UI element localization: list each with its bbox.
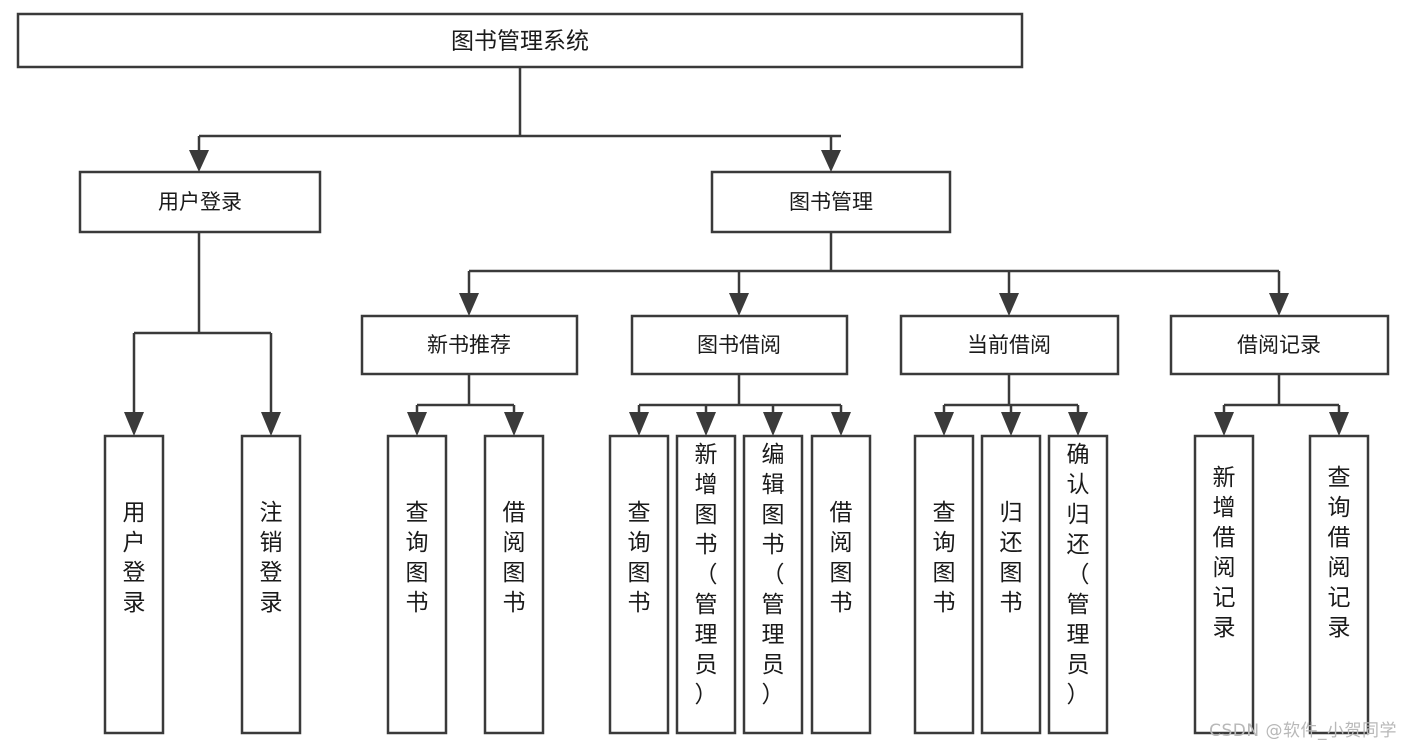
leaf-user-login-1-label: 用户登录 xyxy=(123,500,146,616)
leaf-node[interactable]: 查询图书 xyxy=(608,434,670,735)
leaf-node[interactable]: 新增图书（管理员） xyxy=(675,434,737,735)
node-new-book-recommend-label: 新书推荐 xyxy=(427,333,511,357)
leaf-user-login-2-box[interactable] xyxy=(240,434,302,735)
node-current-borrow-label: 当前借阅 xyxy=(967,333,1051,357)
node-borrow-record-box[interactable] xyxy=(1169,314,1390,376)
arrow-head-leaf-user-login-2 xyxy=(261,412,281,436)
leaf-current-borrow-3-box[interactable] xyxy=(1047,434,1109,735)
leaf-new-book-1-label: 查询图书 xyxy=(406,500,429,616)
leaf-node[interactable]: 用户登录 xyxy=(103,434,165,735)
arrow-head-book-mgmt xyxy=(821,150,841,172)
arrow-head-leaf-new-book-2 xyxy=(504,412,524,436)
node-root[interactable]: 图书管理系统 xyxy=(16,12,1024,69)
node-book-management[interactable]: 图书管理 xyxy=(710,170,952,234)
leaf-current-borrow-3-label: 确认归还（管理员） xyxy=(1067,442,1090,708)
arrow-head-current-borrow xyxy=(999,293,1019,316)
leaf-new-book-1-box[interactable] xyxy=(386,434,448,735)
arrow-head-leaf-current-borrow-1 xyxy=(934,412,954,436)
arrow-head-leaf-book-borrow-1 xyxy=(629,412,649,436)
connectors-new-book-recommend xyxy=(407,374,524,436)
leaf-book-borrow-2-label: 新增图书（管理员） xyxy=(695,442,718,708)
leaf-node[interactable]: 确认归还（管理员） xyxy=(1047,434,1109,735)
node-root-box[interactable] xyxy=(16,12,1024,69)
arrow-head-leaf-current-borrow-3 xyxy=(1068,412,1088,436)
arrow-head-leaf-borrow-record-1 xyxy=(1214,412,1234,436)
node-new-book-recommend-box[interactable] xyxy=(360,314,579,376)
leaf-book-borrow-3-label: 编辑图书（管理员） xyxy=(762,442,785,708)
node-book-borrow-box[interactable] xyxy=(630,314,849,376)
node-current-borrow-box[interactable] xyxy=(899,314,1120,376)
arrow-head-leaf-book-borrow-2 xyxy=(696,412,716,436)
node-user-login[interactable]: 用户登录 xyxy=(78,170,322,234)
leaf-node[interactable]: 归还图书 xyxy=(980,434,1042,735)
node-root-label: 图书管理系统 xyxy=(451,29,589,55)
leaf-current-borrow-2-label: 归还图书 xyxy=(1000,500,1023,616)
arrow-head-leaf-book-borrow-3 xyxy=(763,412,783,436)
leaf-book-borrow-1-box[interactable] xyxy=(608,434,670,735)
leaf-current-borrow-2-box[interactable] xyxy=(980,434,1042,735)
leaf-book-borrow-2-box[interactable] xyxy=(675,434,737,735)
leaf-node[interactable]: 查询借阅记录 xyxy=(1308,434,1370,735)
arrow-head-book-borrow xyxy=(729,293,749,316)
leaf-book-borrow-3-box[interactable] xyxy=(742,434,804,735)
leaf-borrow-record-2-label: 查询借阅记录 xyxy=(1328,465,1351,641)
node-user-login-label: 用户登录 xyxy=(158,190,242,214)
node-borrow-record-label: 借阅记录 xyxy=(1237,333,1321,357)
leaf-new-book-2-label: 借阅图书 xyxy=(503,500,526,616)
leaf-book-borrow-4-box[interactable] xyxy=(810,434,872,735)
connectors-book-borrow xyxy=(629,374,851,436)
connectors-root xyxy=(189,67,841,172)
leaf-borrow-record-2-box[interactable] xyxy=(1308,434,1370,735)
connectors-user-login xyxy=(124,232,281,436)
node-book-management-box[interactable] xyxy=(710,170,952,234)
arrow-head-user-login xyxy=(189,150,209,172)
arrow-head-leaf-book-borrow-4 xyxy=(831,412,851,436)
arrow-head-leaf-user-login-1 xyxy=(124,412,144,436)
leaf-node[interactable]: 查询图书 xyxy=(913,434,975,735)
arrow-head-new-book xyxy=(459,293,479,316)
connectors-borrow-record xyxy=(1214,374,1349,436)
connectors-current-borrow xyxy=(934,374,1088,436)
leaf-borrow-record-1-label: 新增借阅记录 xyxy=(1213,465,1236,641)
node-user-login-box[interactable] xyxy=(78,170,322,234)
node-book-borrow[interactable]: 图书借阅 xyxy=(630,314,849,376)
leaf-new-book-2-box[interactable] xyxy=(483,434,545,735)
leaf-borrow-record-1-box[interactable] xyxy=(1193,434,1255,735)
arrow-head-borrow-record xyxy=(1269,293,1289,316)
arrow-head-leaf-current-borrow-2 xyxy=(1001,412,1021,436)
leaf-node[interactable]: 借阅图书 xyxy=(483,434,545,735)
node-current-borrow[interactable]: 当前借阅 xyxy=(899,314,1120,376)
leaf-user-login-2-label: 注销登录 xyxy=(260,500,283,616)
arrow-head-leaf-new-book-1 xyxy=(407,412,427,436)
leaf-node[interactable]: 借阅图书 xyxy=(810,434,872,735)
leaf-book-borrow-1-label: 查询图书 xyxy=(628,500,651,616)
leaf-node[interactable]: 查询图书 xyxy=(386,434,448,735)
leaf-node[interactable]: 新增借阅记录 xyxy=(1193,434,1255,735)
leaf-user-login-1-box[interactable] xyxy=(103,434,165,735)
leaf-node[interactable]: 注销登录 xyxy=(240,434,302,735)
leaf-node[interactable]: 编辑图书（管理员） xyxy=(742,434,804,735)
node-new-book-recommend[interactable]: 新书推荐 xyxy=(360,314,579,376)
leaf-current-borrow-1-box[interactable] xyxy=(913,434,975,735)
node-book-borrow-label: 图书借阅 xyxy=(697,333,781,357)
node-book-management-label: 图书管理 xyxy=(789,190,873,214)
node-borrow-record[interactable]: 借阅记录 xyxy=(1169,314,1390,376)
leaf-book-borrow-4-label: 借阅图书 xyxy=(830,500,853,616)
connectors-book-management xyxy=(459,232,1289,316)
arrow-head-leaf-borrow-record-2 xyxy=(1329,412,1349,436)
leaf-current-borrow-1-label: 查询图书 xyxy=(933,500,956,616)
